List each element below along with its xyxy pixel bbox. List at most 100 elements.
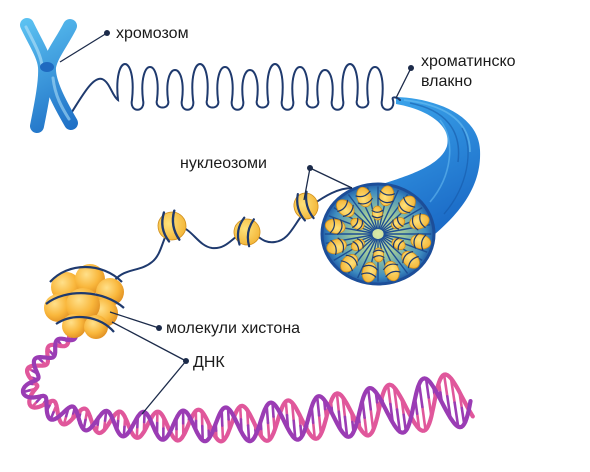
dna-wrap (49, 265, 123, 283)
histone-core (384, 260, 400, 282)
dna-wrap (337, 219, 343, 235)
dna-wrap (379, 190, 396, 196)
centromere (40, 62, 54, 72)
nucleosome (293, 190, 319, 222)
chromosome (20, 18, 78, 133)
fiber-texture (403, 99, 471, 153)
fiber-nucleosome (378, 185, 396, 207)
label-nucleosomes: нуклеозоми (180, 155, 267, 172)
chromatid-left (20, 18, 53, 133)
dna-wrap (392, 237, 400, 248)
fiber-nucleosome (371, 205, 384, 221)
dna-wrap (378, 197, 394, 204)
fiber-nucleosome (324, 217, 346, 235)
dna-wrap (372, 255, 385, 259)
pointer-chromosome (59, 30, 110, 63)
chromatin-fiber (320, 97, 481, 286)
histone-core (371, 205, 383, 221)
dna-wrap (372, 249, 385, 253)
dna-wrap (411, 215, 419, 231)
dna-wrap (407, 256, 419, 269)
histone-core (409, 213, 430, 230)
fiber-nucleosome (360, 261, 378, 283)
fiber-nucleosome (350, 238, 365, 252)
dna-base-pair (442, 373, 449, 398)
dna-wrap (360, 272, 377, 278)
fiber-nucleosome (350, 217, 365, 231)
pointer-nucleosomes (303, 165, 353, 201)
histone-core (373, 247, 385, 263)
histone-core (157, 211, 187, 241)
chromatid-highlight (24, 25, 44, 68)
dna-wrap (337, 237, 345, 253)
dna-wrap (383, 263, 399, 271)
dna-wrap (337, 199, 349, 212)
dna-base-pair (266, 421, 271, 442)
dna-wrap (371, 215, 384, 219)
dna-base-pair (246, 424, 251, 443)
pointer-chromatin-fiber (395, 65, 414, 99)
dna-wrap (356, 238, 364, 249)
dna-wrap (362, 264, 378, 271)
histone-core (324, 218, 346, 234)
dna-wrap (352, 217, 359, 228)
dna-wrap (402, 251, 414, 264)
label-chromosome: хромозом (116, 25, 189, 42)
chromatid-highlight (51, 76, 71, 121)
dna-wrap (161, 211, 171, 243)
chromatid-right (42, 19, 78, 130)
nucleosome-beads (157, 190, 319, 248)
fiber-end-nucleosomes (324, 185, 432, 283)
dna-wrap (357, 197, 373, 205)
dna-wrap (355, 190, 371, 198)
fiber-spoke (347, 194, 376, 231)
dna-wrap (356, 220, 364, 231)
histone-core (340, 253, 358, 273)
dna-wrap (330, 239, 337, 256)
fiber-spoke (380, 237, 409, 274)
dna-base-pair (315, 395, 321, 417)
dna-wrap (403, 196, 416, 208)
dna-wrap (396, 216, 404, 227)
histone-molecule (84, 315, 108, 339)
histone-core (361, 261, 377, 283)
histone-molecule (66, 288, 100, 322)
fiber-texture (409, 102, 460, 163)
pointer-dna (111, 321, 189, 415)
dna-wrap (171, 209, 181, 241)
chromatin-coil (67, 63, 401, 119)
histone-core (410, 234, 432, 250)
histone-core (356, 186, 372, 208)
histone-cluster (44, 264, 125, 339)
dna-strand-pink (25, 327, 475, 444)
dna-double-helix (20, 325, 475, 444)
dna-wrap (246, 218, 255, 248)
dna-wrap (352, 241, 360, 252)
dna-base-pair (311, 421, 317, 440)
dna-wrap (398, 202, 411, 214)
dna-wrap (55, 316, 115, 333)
dna-wrap (392, 219, 400, 230)
fiber-nucleosome (326, 237, 347, 256)
fiber-nucleosome (383, 260, 401, 282)
histone-core (398, 195, 416, 215)
histone-core (326, 238, 347, 255)
fiber-nucleosome (372, 247, 385, 263)
fiber-nucleosome (336, 199, 355, 218)
histone-molecule (96, 278, 124, 306)
fiber-texture (443, 127, 469, 215)
histone-core (233, 218, 261, 246)
histone-core (379, 185, 395, 207)
fiber-nucleosome (355, 186, 373, 208)
fiber-nucleosome (410, 233, 432, 251)
dna-wrap (340, 260, 353, 272)
fiber-texture (429, 119, 451, 203)
dna-wrap (413, 233, 419, 249)
dna-wrap (345, 254, 358, 266)
dna-base-pair (424, 377, 431, 399)
dna-wrap (296, 192, 307, 222)
dna-base-pair (421, 405, 427, 432)
dna-wrap (305, 190, 315, 220)
